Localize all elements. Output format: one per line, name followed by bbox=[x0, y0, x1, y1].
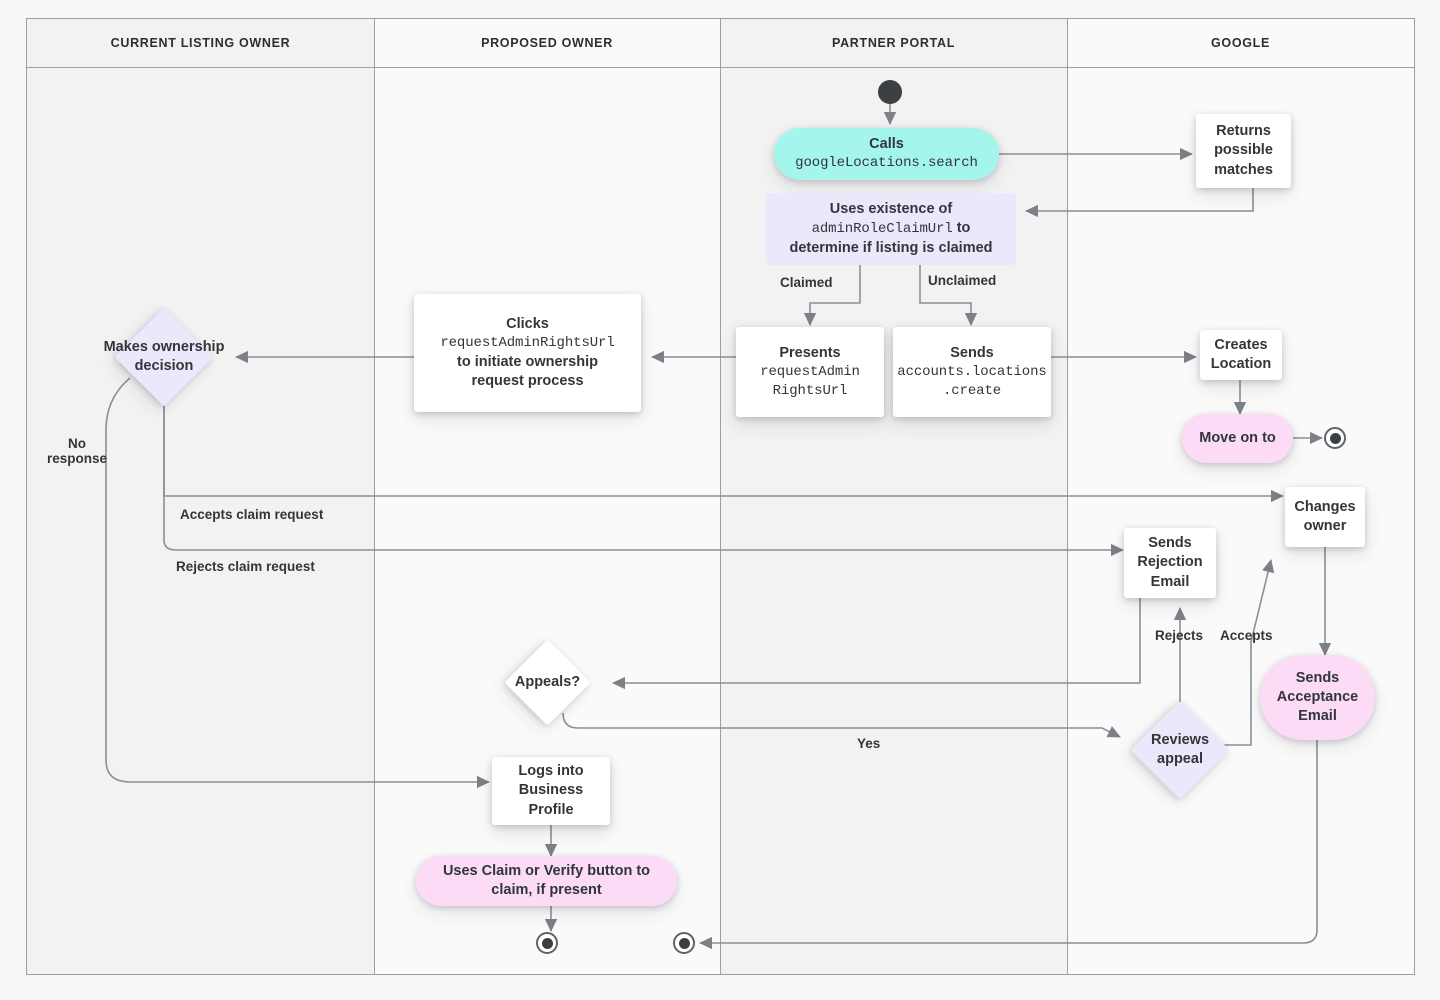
edge-label-yes: Yes bbox=[857, 736, 880, 751]
node-label: Makes ownership decision bbox=[103, 339, 225, 374]
end-node-core bbox=[541, 937, 553, 949]
end-node-partner-portal bbox=[673, 932, 695, 954]
node-line-2: accounts.locations bbox=[897, 364, 1047, 381]
start-node bbox=[878, 80, 902, 104]
lane-divider-3 bbox=[1067, 19, 1068, 974]
node-line-2-code: adminRoleClaimUrl bbox=[811, 221, 953, 238]
node-line-1: Sends bbox=[950, 344, 994, 361]
node-calls-google-locations-search[interactable]: Calls googleLocations.search bbox=[774, 128, 999, 180]
edge-label-accepts: Accepts bbox=[1220, 628, 1273, 643]
node-line-3: .create bbox=[942, 382, 1002, 399]
node-label: Uses Claim or Verify button to claim, if… bbox=[442, 862, 651, 898]
lane-header-partner-portal: PARTNER PORTAL bbox=[720, 19, 1067, 67]
node-label: Sends Acceptance Email bbox=[1276, 669, 1359, 725]
node-label: Move on to bbox=[1199, 429, 1276, 446]
node-label-wrap: Reviews appeal bbox=[1129, 715, 1231, 785]
node-move-on-to[interactable]: Move on to bbox=[1182, 414, 1293, 463]
edge-label-unclaimed: Unclaimed bbox=[928, 273, 996, 288]
node-label: Reviews appeal bbox=[1150, 732, 1210, 767]
end-node-proposed-owner bbox=[536, 932, 558, 954]
node-line-1: Clicks bbox=[506, 315, 549, 332]
node-line-2: googleLocations.search bbox=[795, 155, 978, 172]
node-line-2-tail: to bbox=[952, 220, 971, 237]
lane-divider-2 bbox=[720, 19, 721, 974]
lane-header-proposed-owner: PROPOSED OWNER bbox=[374, 19, 720, 67]
node-reviews-appeal[interactable]: Reviews appeal bbox=[1130, 700, 1230, 800]
edge-label-no-response: No response bbox=[41, 436, 113, 466]
node-line-1: Uses existence of bbox=[829, 200, 953, 217]
lane-divider-1 bbox=[374, 19, 375, 974]
node-presents-request-admin-rights-url[interactable]: Presents requestAdmin RightsUrl bbox=[736, 327, 884, 417]
node-sends-acceptance-email[interactable]: Sends Acceptance Email bbox=[1260, 655, 1375, 740]
node-label: Returns possible matches bbox=[1214, 123, 1273, 178]
edge-label-text: No response bbox=[46, 436, 108, 466]
end-node-google bbox=[1324, 427, 1346, 449]
node-label: Creates Location bbox=[1210, 336, 1272, 372]
node-appeals-decision[interactable]: Appeals? bbox=[504, 639, 591, 726]
node-label: Sends Rejection Email bbox=[1137, 535, 1203, 590]
lane-header-label: PROPOSED OWNER bbox=[481, 36, 613, 50]
edge-label-text: Claimed bbox=[780, 275, 833, 290]
node-sends-accounts-locations-create[interactable]: Sends accounts.locations .create bbox=[893, 327, 1051, 417]
edge-label-claimed: Claimed bbox=[780, 275, 833, 290]
node-line-1: Calls bbox=[869, 136, 904, 153]
node-line-1: Presents bbox=[779, 344, 841, 361]
edge-label-text: Rejects claim request bbox=[176, 559, 315, 574]
edge-label-text: Unclaimed bbox=[928, 273, 997, 288]
lane-bg-proposed-owner bbox=[374, 19, 720, 974]
node-makes-ownership-decision[interactable]: Makes ownership decision bbox=[104, 307, 224, 407]
node-clicks-request-admin-rights-url[interactable]: Clicks requestAdminRightsUrl to initiate… bbox=[414, 294, 641, 412]
end-node-core bbox=[1329, 432, 1341, 444]
lane-bg-current-listing-owner bbox=[27, 19, 374, 974]
node-returns-possible-matches[interactable]: Returns possible matches bbox=[1196, 114, 1291, 188]
node-logs-into-business-profile[interactable]: Logs into Business Profile bbox=[492, 757, 610, 825]
lane-header-label: CURRENT LISTING OWNER bbox=[110, 36, 291, 50]
lane-header-google: GOOGLE bbox=[1067, 19, 1414, 67]
edge-label-text: Accepts bbox=[1220, 628, 1273, 643]
node-sends-rejection-email[interactable]: Sends Rejection Email bbox=[1124, 528, 1216, 598]
node-uses-claim-or-verify-button[interactable]: Uses Claim or Verify button to claim, if… bbox=[416, 856, 677, 906]
end-node-core bbox=[678, 937, 690, 949]
node-changes-owner[interactable]: Changes owner bbox=[1285, 487, 1365, 547]
lane-header-current-listing-owner: CURRENT LISTING OWNER bbox=[27, 19, 374, 67]
edge-label-rejects-claim-request: Rejects claim request bbox=[176, 559, 315, 574]
node-creates-location[interactable]: Creates Location bbox=[1200, 330, 1282, 380]
lane-header-label: GOOGLE bbox=[1211, 36, 1270, 50]
node-label-wrap: Makes ownership decision bbox=[95, 322, 233, 392]
node-uses-existence-of-admin-role-claim-url[interactable]: Uses existence of adminRoleClaimUrl to d… bbox=[766, 193, 1016, 265]
edge-label-text: Accepts claim request bbox=[180, 507, 324, 522]
node-line-3: RightsUrl bbox=[772, 382, 848, 399]
edge-label-text: Yes bbox=[857, 736, 881, 751]
node-label: Changes owner bbox=[1294, 498, 1356, 534]
edge-label-text: Rejects bbox=[1155, 628, 1204, 643]
node-line-2: requestAdmin bbox=[760, 364, 860, 381]
node-line-2: adminRoleClaimUrl to bbox=[812, 219, 971, 239]
node-line-2: requestAdminRightsUrl bbox=[440, 335, 615, 352]
node-label: Logs into Business Profile bbox=[518, 763, 584, 818]
node-line-3: to initiate ownership bbox=[457, 353, 598, 370]
edge-label-accepts-claim-request: Accepts claim request bbox=[180, 507, 323, 522]
node-label: Appeals? bbox=[514, 674, 581, 691]
lane-header-label: PARTNER PORTAL bbox=[831, 36, 956, 50]
node-line-3: determine if listing is claimed bbox=[789, 239, 993, 256]
node-line-4: request process bbox=[471, 372, 584, 389]
node-label-wrap: Appeals? bbox=[499, 652, 596, 713]
edge-label-rejects: Rejects bbox=[1155, 628, 1203, 643]
